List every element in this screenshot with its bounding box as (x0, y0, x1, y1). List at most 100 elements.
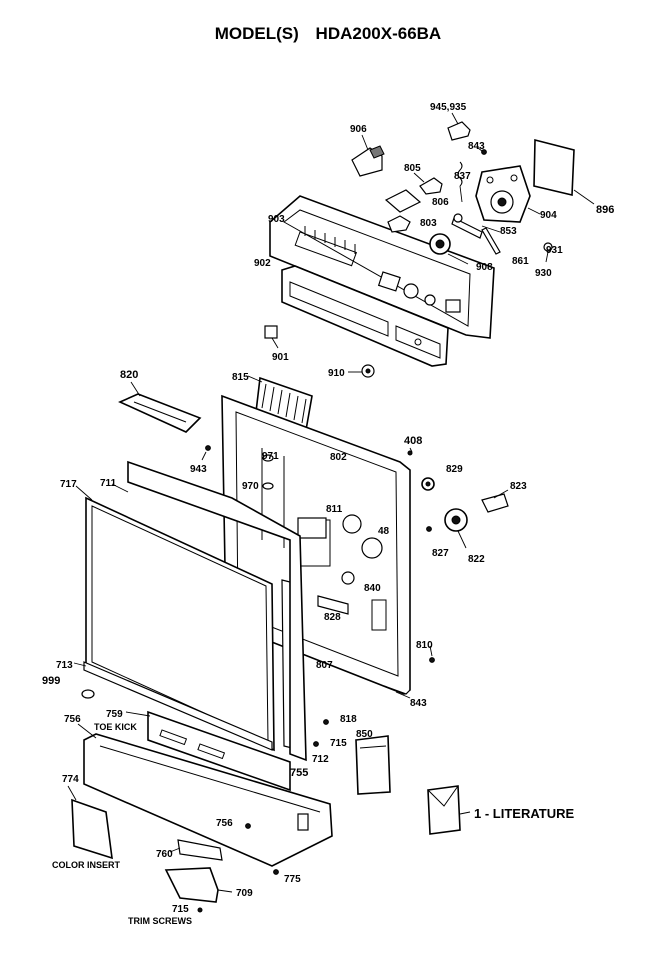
part-945-935 (447, 112, 471, 141)
screw-715-trim (197, 907, 203, 913)
screw-775 (273, 869, 279, 875)
callout-810: 810 (416, 640, 433, 651)
callout-843-lower: 843 (410, 698, 427, 709)
callout-713: 713 (56, 660, 73, 671)
part-999 (81, 689, 95, 699)
callout-999: 999 (42, 675, 60, 687)
part-827 (426, 526, 432, 532)
spring-837 (457, 161, 463, 203)
rail-713 (73, 661, 273, 751)
callout-811: 811 (326, 504, 343, 515)
plate-806 (384, 189, 422, 213)
callout-756-upper: 756 (64, 714, 81, 725)
caption-trim-screws: TRIM SCREWS (128, 916, 192, 926)
callout-903: 903 (268, 214, 285, 225)
part-930 (545, 251, 549, 263)
callout-823: 823 (510, 481, 527, 492)
callout-906: 906 (350, 124, 367, 135)
dial-822 (444, 508, 468, 549)
callout-408: 408 (404, 435, 422, 447)
callout-807: 807 (316, 660, 333, 671)
front-panel-902 (281, 265, 449, 367)
screw-810 (429, 645, 435, 663)
callout-930: 930 (535, 268, 552, 279)
bracket-820 (118, 381, 202, 433)
callout-828: 828 (324, 612, 341, 623)
callout-837: 837 (454, 171, 471, 182)
callout-861: 861 (512, 256, 529, 267)
card-896 (533, 138, 595, 205)
screw-843-top (477, 147, 487, 155)
screw-715-upper (313, 741, 319, 747)
callout-971: 971 (262, 451, 279, 462)
caption-color-insert: COLOR INSERT (52, 860, 121, 870)
callout-902: 902 (254, 258, 271, 269)
model-label: MODEL(S) (214, 24, 299, 43)
screw-756-lower (245, 823, 251, 829)
callout-910: 910 (328, 368, 345, 379)
callout-853: 853 (500, 226, 517, 237)
callout-712: 712 (312, 754, 329, 765)
knob-803 (387, 215, 411, 233)
callout-715-upper: 715 (330, 738, 347, 749)
timer-904 (475, 165, 541, 223)
callout-48: 48 (378, 526, 390, 537)
callout-904: 904 (540, 210, 557, 221)
callout-827: 827 (432, 548, 449, 559)
bracket-850 (355, 735, 391, 795)
callout-908: 908 (476, 262, 493, 273)
callout-805: 805 (404, 163, 421, 174)
access-panel-756 (77, 723, 333, 867)
callout-775: 775 (284, 874, 301, 885)
part-971 (262, 454, 274, 462)
callout-806: 806 (432, 197, 449, 208)
callout-843-top: 843 (468, 141, 485, 152)
callout-759: 759 (106, 709, 123, 720)
callout-850: 850 (356, 729, 373, 740)
link-853 (451, 213, 501, 239)
callout-760: 760 (156, 849, 173, 860)
part-970 (262, 482, 274, 490)
callout-943: 943 (190, 464, 207, 475)
callout-822: 822 (468, 554, 485, 565)
part-910 (348, 364, 375, 378)
callout-709: 709 (236, 888, 253, 899)
switch-906 (351, 134, 385, 177)
callout-774: 774 (62, 774, 79, 785)
screw-818 (323, 719, 329, 725)
screw-408 (407, 447, 413, 456)
lever-861 (481, 227, 501, 255)
part-931 (543, 242, 553, 252)
part-901 (264, 325, 279, 349)
part-840 (341, 571, 355, 585)
trim-709 (164, 867, 233, 903)
door-frame-711 (111, 460, 307, 762)
caption-toe-kick: TOE KICK (94, 722, 137, 732)
callout-711: 711 (100, 478, 117, 489)
control-panel-903 (269, 195, 495, 339)
screw-943 (201, 445, 211, 461)
model-number: HDA200X-66BA (315, 24, 442, 43)
callout-803: 803 (420, 218, 437, 229)
callout-931: 931 (546, 245, 563, 256)
literature-envelope (427, 785, 471, 835)
diagram-title: MODEL(S) HDA200X-66BA (0, 24, 656, 44)
callout-896: 896 (596, 204, 614, 216)
callout-840: 840 (364, 583, 381, 594)
latch-811 (297, 517, 327, 539)
trim-760 (169, 839, 223, 861)
bracket-805 (413, 172, 443, 195)
knob-829 (421, 477, 435, 491)
callout-815: 815 (232, 372, 249, 383)
callout-717: 717 (60, 479, 77, 490)
callout-818: 818 (340, 714, 357, 725)
callout-829: 829 (446, 464, 463, 475)
callout-756-lower: 756 (216, 818, 233, 829)
rod-823 (481, 489, 509, 513)
callout-715-trim: 715 (172, 904, 189, 915)
callout-970: 970 (242, 481, 259, 492)
callout-820: 820 (120, 369, 138, 381)
strip-843-lower (383, 685, 411, 699)
color-insert-774 (67, 785, 113, 860)
